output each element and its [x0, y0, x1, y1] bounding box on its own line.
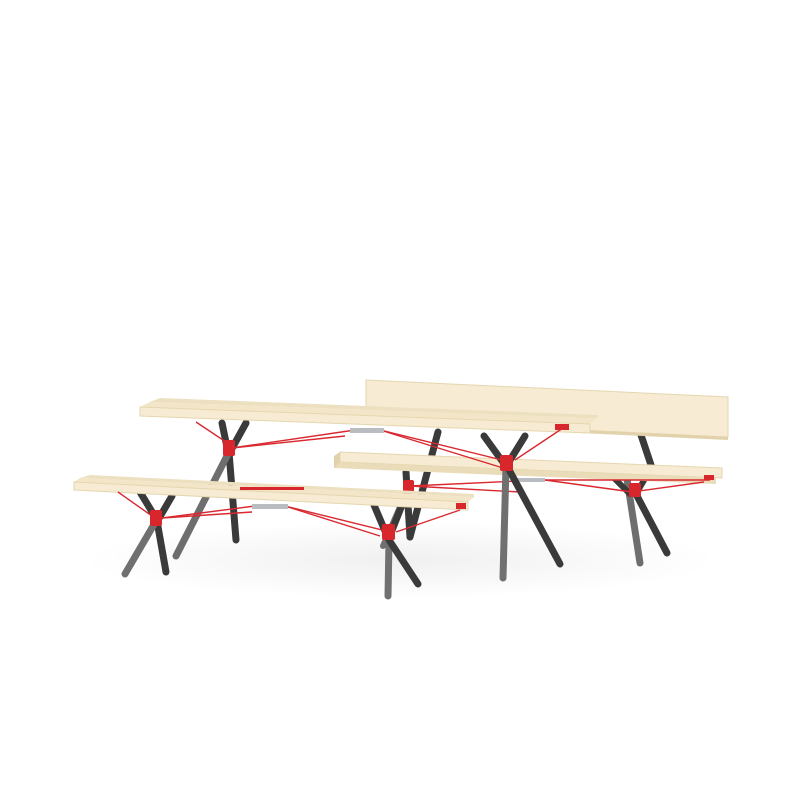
front-bench-slot [240, 487, 304, 490]
back-bench-connector [515, 478, 545, 482]
back-bench-with-backrest [334, 379, 729, 567]
table-joint-right [500, 455, 513, 471]
back-bench-joint-left [403, 480, 414, 494]
back-bench-joint-right [629, 483, 641, 497]
back-bench-end-cap [704, 475, 714, 480]
table-end-cap [555, 424, 569, 430]
front-bench-connector [252, 504, 288, 509]
front-bench-seat-edge [73, 481, 469, 511]
table [139, 398, 598, 582]
front-bench-end-cap [456, 503, 466, 509]
table-top-surface [140, 402, 597, 424]
front-bench [73, 475, 474, 600]
backrest-legs [406, 428, 656, 541]
table-top-edge [139, 406, 591, 434]
front-bench-joint-left [150, 510, 162, 526]
table-cables [195, 421, 564, 469]
front-bench-joint-right [382, 524, 395, 540]
front-bench-cables [117, 491, 461, 537]
back-bench-seat-edge [334, 462, 716, 484]
table-connector [350, 428, 384, 433]
table-joint-left [223, 440, 235, 456]
